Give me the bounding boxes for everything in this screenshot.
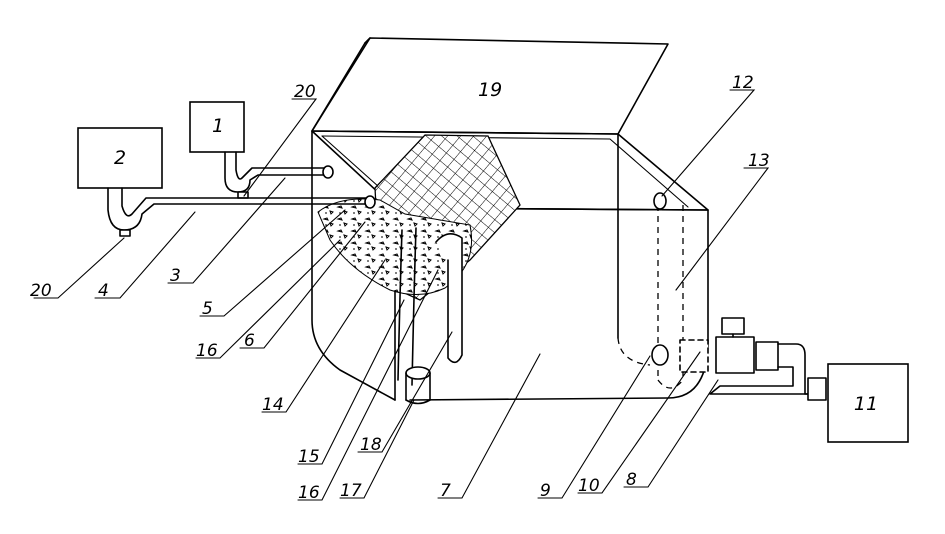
riser-pipes bbox=[397, 227, 463, 386]
leader-lines bbox=[33, 89, 770, 501]
outlet-fitting bbox=[405, 366, 431, 405]
tank-2: 2 bbox=[77, 127, 376, 237]
label-2: 2 bbox=[114, 147, 126, 169]
callout-9: 9 bbox=[540, 481, 551, 501]
callout-7: 7 bbox=[440, 481, 451, 501]
callout-5: 5 bbox=[202, 299, 213, 319]
tank-11: 11 bbox=[827, 363, 909, 443]
callout-6: 6 bbox=[244, 331, 255, 351]
valve-assembly bbox=[651, 317, 827, 401]
callout-labels: 20 4 3 5 16 6 14 15 16 18 17 7 9 10 8 13… bbox=[30, 73, 770, 503]
callout-20-left: 20 bbox=[30, 281, 52, 301]
callout-16-upper: 16 bbox=[196, 341, 218, 361]
label-1: 1 bbox=[212, 115, 224, 137]
callout-20-top: 20 bbox=[294, 82, 316, 102]
callout-14: 14 bbox=[262, 395, 284, 415]
callout-13: 13 bbox=[748, 151, 770, 171]
callout-16-lower: 16 bbox=[298, 483, 320, 503]
callout-4: 4 bbox=[98, 281, 109, 301]
label-11: 11 bbox=[854, 393, 878, 415]
mesh-basket bbox=[317, 134, 521, 301]
callout-15: 15 bbox=[298, 447, 320, 467]
callout-10: 10 bbox=[578, 476, 600, 496]
label-19: 19 bbox=[478, 79, 502, 101]
callout-8: 8 bbox=[626, 470, 637, 490]
callout-12: 12 bbox=[732, 73, 754, 93]
callout-3: 3 bbox=[170, 266, 181, 286]
callout-18: 18 bbox=[360, 435, 382, 455]
callout-17: 17 bbox=[340, 481, 362, 501]
tank-1: 1 bbox=[189, 101, 334, 199]
